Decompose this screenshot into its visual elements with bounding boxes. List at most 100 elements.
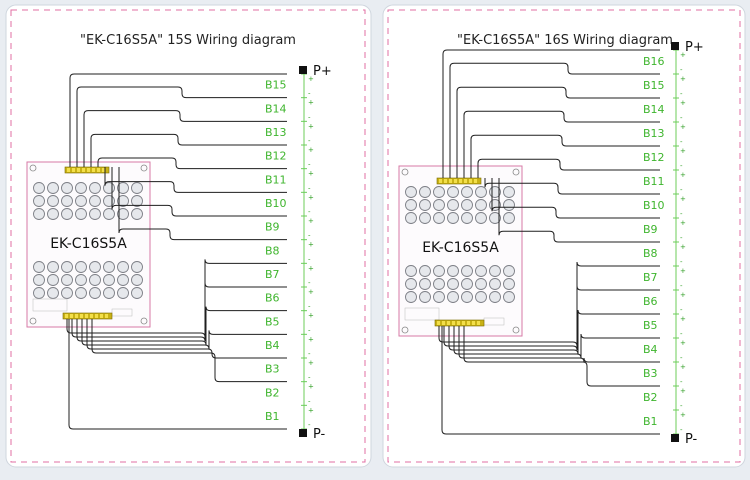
cell-label: B8 [265,244,280,257]
cell-minus-sign: - [308,279,311,287]
balance-wire [68,319,287,430]
mosfet-pad [89,208,101,220]
balance-wire [76,86,287,167]
mosfet-pad [405,212,417,224]
battery-cell: +-B14 [643,97,686,122]
cell-label: B13 [265,126,287,139]
board-silkscreen [111,308,133,317]
cell-plus-sign: + [308,75,314,83]
cell-minus-sign: - [680,354,683,362]
mosfet-pad [89,274,101,286]
mosfet-pad [103,274,115,286]
mounting-hole [140,164,148,172]
cell-label: B10 [643,199,665,212]
negative-terminal: P- [299,427,326,442]
mosfet-pad [433,186,445,198]
mosfet-pad [117,195,129,207]
connector-pin [477,321,480,325]
cell-label: B2 [265,386,280,399]
connector-pin [452,321,455,325]
mosfet-pad [419,278,431,290]
mounting-hole [29,164,37,172]
battery-cell: +-B3 [643,361,686,386]
mosfet-pad [419,212,431,224]
mosfet-pad [131,208,143,220]
balance-wire [456,86,660,178]
cell-minus-sign: - [308,397,311,405]
mosfet-pad [103,195,115,207]
mosfet-pad [489,212,501,224]
cell-label: B9 [265,221,280,234]
balance-wire [442,49,660,178]
mosfet-pad [433,212,445,224]
cell-plus-sign: + [680,219,686,227]
mosfet-pad [405,199,417,211]
terminal-block [671,42,679,50]
cell-plus-sign: + [680,195,686,203]
connector-pin [467,321,470,325]
mounting-hole [512,168,520,176]
balance-wire [71,282,287,342]
battery-cell: +-B13 [265,120,314,145]
cell-label: B3 [643,367,658,380]
mosfet-pad [33,287,45,299]
mosfet-pad [89,182,101,194]
mosfet-pad [461,186,473,198]
mosfet-pad [447,199,459,211]
connector-pin [77,168,80,172]
mosfet-pad [89,287,101,299]
mosfet-pad [131,182,143,194]
cell-plus-sign: + [308,170,314,178]
mosfet-pad [475,265,487,277]
mosfet-pad [33,195,45,207]
cell-plus-sign: + [308,122,314,130]
battery-cell: +-B12 [643,145,686,170]
connector-pin [457,321,460,325]
mosfet-pad [405,278,417,290]
balance-wire [441,326,660,435]
balance-wire [438,261,660,347]
cell-label: B6 [643,295,658,308]
positive-terminal: P+ [299,64,332,79]
cell-label: B9 [643,223,658,236]
mosfet-pad [47,195,59,207]
mosfet-pad [475,291,487,303]
cell-minus-sign: - [308,232,311,240]
connector-pin [90,314,93,318]
battery-cell: +-B10 [643,193,686,218]
connector-pin [72,168,75,172]
mosfet-pad [61,287,73,299]
mosfet-pad [33,261,45,273]
terminal-label: P+ [313,64,332,79]
cell-label: B5 [643,319,658,332]
terminal-block [671,434,679,442]
connector-pin [102,168,105,172]
cell-label: B2 [643,391,658,404]
cell-plus-sign: + [680,99,686,107]
cell-label: B1 [265,410,280,423]
mosfet-pad [489,265,501,277]
mosfet-pad [447,265,459,277]
connector-pin [464,179,467,183]
connector-pin [70,314,73,318]
mosfet-pad [419,186,431,198]
mosfet-pad [461,199,473,211]
cell-minus-sign: - [308,184,311,192]
cell-minus-sign: - [308,374,311,382]
cell-label: B16 [643,55,665,68]
battery-cell: +-B4 [643,337,686,362]
wiring-panel-2: "EK-C16S5A" 16S Wiring diagram+-B16+-B15… [382,4,746,468]
cell-plus-sign: + [308,217,314,225]
battery-cell: +-B6 [265,286,314,311]
balance-connector [64,166,110,174]
cell-plus-sign: + [680,171,686,179]
cell-minus-sign: - [680,138,683,146]
mosfet-pad [461,291,473,303]
cell-plus-sign: + [308,241,314,249]
balance-connector [434,319,485,327]
mosfet-pad [447,291,459,303]
connector-pin [437,321,440,325]
mosfet-pad [433,278,445,290]
cell-plus-sign: + [308,264,314,272]
panel-card [5,4,372,468]
